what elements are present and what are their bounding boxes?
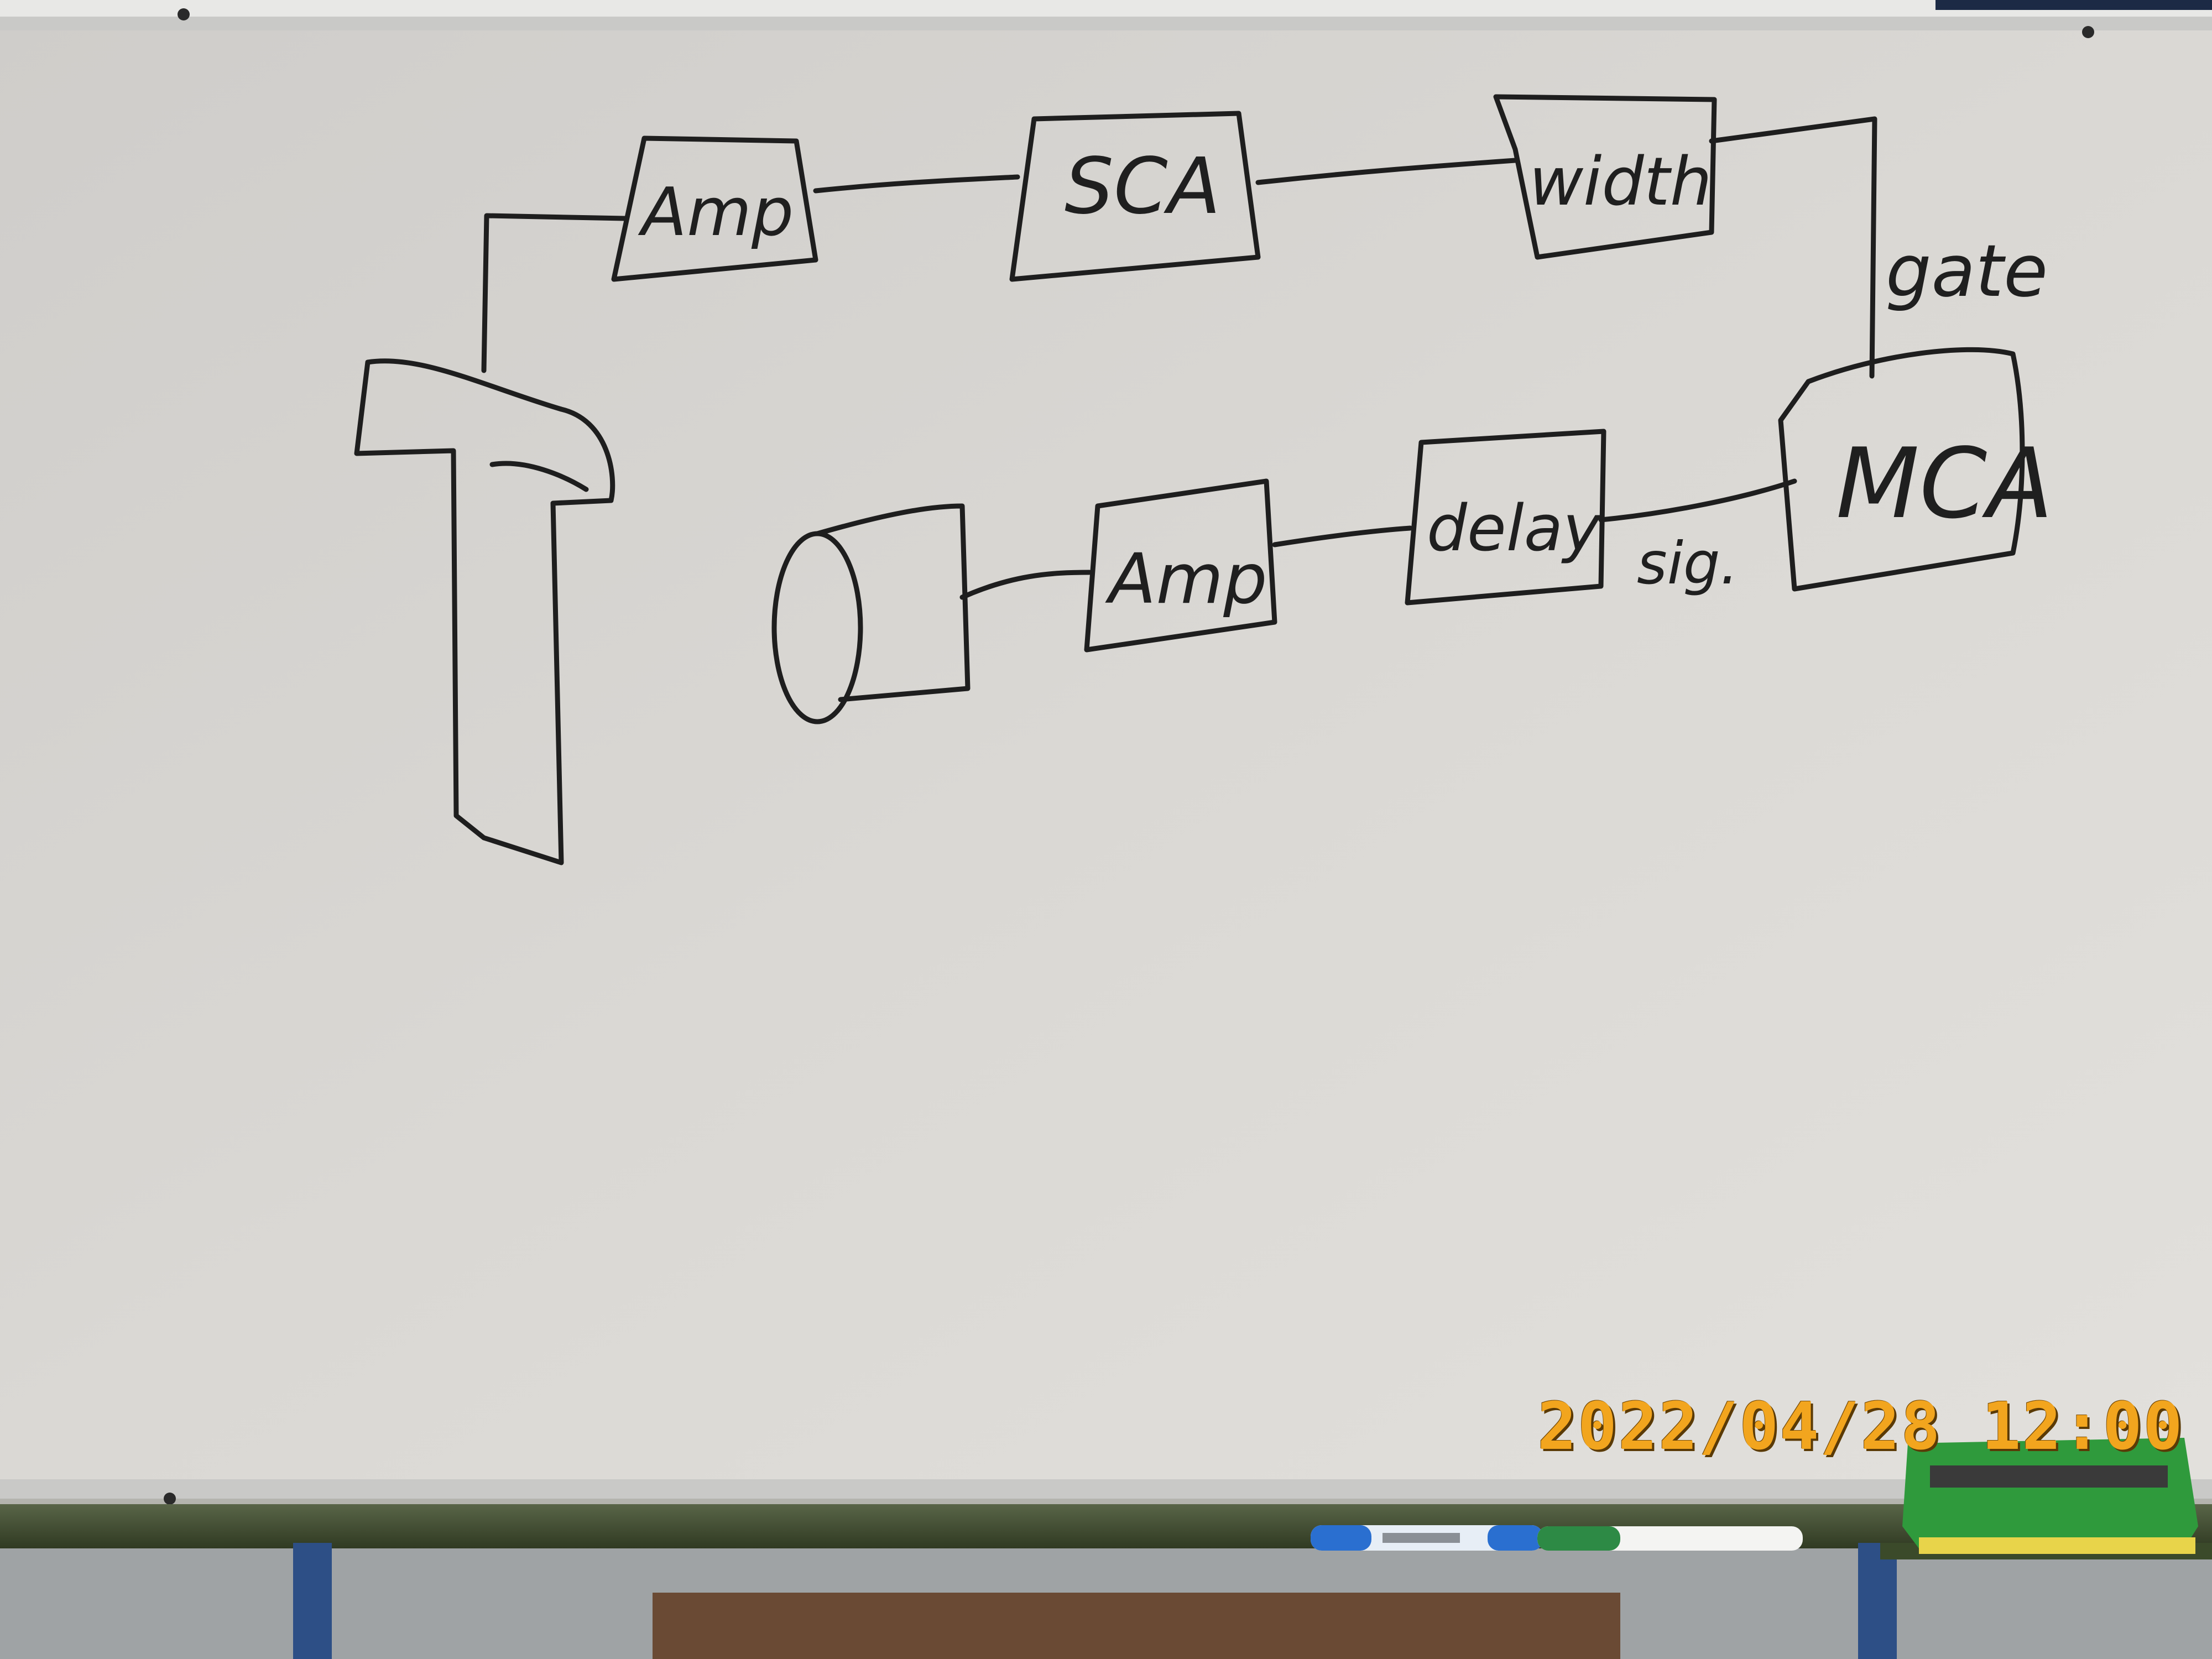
sca-box	[1009, 111, 1261, 282]
width-label: width	[1529, 144, 1712, 221]
marker-end	[1488, 1525, 1543, 1551]
marker-tray	[0, 1504, 2212, 1659]
eraser-strip	[1930, 1465, 2168, 1488]
eraser	[1902, 1438, 2198, 1554]
blue-marker	[1311, 1525, 1543, 1551]
width-box	[1493, 94, 1717, 260]
eraser-felt	[1919, 1537, 2195, 1554]
green-marker	[1537, 1526, 1803, 1551]
amp-label-bottom: Amp	[1105, 539, 1267, 619]
board-surface	[0, 30, 2212, 1479]
wire-width-to-mca-gate	[1709, 116, 1877, 379]
stand-leg-right	[1858, 1543, 1897, 1659]
wire-detector-to-amp-top	[481, 213, 628, 373]
board-screw	[2082, 26, 2094, 38]
mca-label: MCA	[1836, 428, 2053, 540]
poster-edge	[1936, 0, 2212, 10]
amp-box-bottom	[1084, 478, 1277, 653]
sca-label: SCA	[1065, 142, 1220, 232]
tray-rail	[0, 1504, 2212, 1548]
detector-t-shape	[354, 358, 615, 865]
stand-leg-left	[293, 1543, 332, 1659]
wire-amp-to-sca	[813, 174, 1020, 194]
delay-label: delay	[1427, 492, 1601, 566]
board-screw	[164, 1493, 176, 1505]
wire-sca-to-width	[1255, 158, 1518, 185]
amp-box-top	[611, 135, 818, 282]
wire-pmt-to-amp-bottom	[959, 570, 1092, 600]
marker-cap	[1537, 1526, 1620, 1551]
mca-box	[1778, 347, 2025, 592]
wire-amp-to-delay	[1272, 525, 1413, 547]
pmt-cylinder-body	[815, 503, 971, 702]
board-screw	[178, 8, 190, 20]
gate-label: gate	[1886, 229, 2048, 313]
sig-label: sig.	[1637, 530, 1739, 597]
delay-box	[1405, 429, 1606, 606]
detector-t-scribble	[489, 461, 589, 492]
photo-timestamp: 2022/04/28 12:00	[1537, 1388, 2184, 1464]
amp-label-top: Amp	[638, 174, 794, 251]
wire-delay-to-mca-signal	[1598, 478, 1797, 523]
marker-barcode	[1383, 1533, 1460, 1543]
hand-drawn-diagram: Amp SCA width gate Amp delay sig. M	[354, 94, 2053, 865]
cabinet-below	[653, 1593, 1620, 1659]
marker-cap	[1311, 1525, 1371, 1551]
